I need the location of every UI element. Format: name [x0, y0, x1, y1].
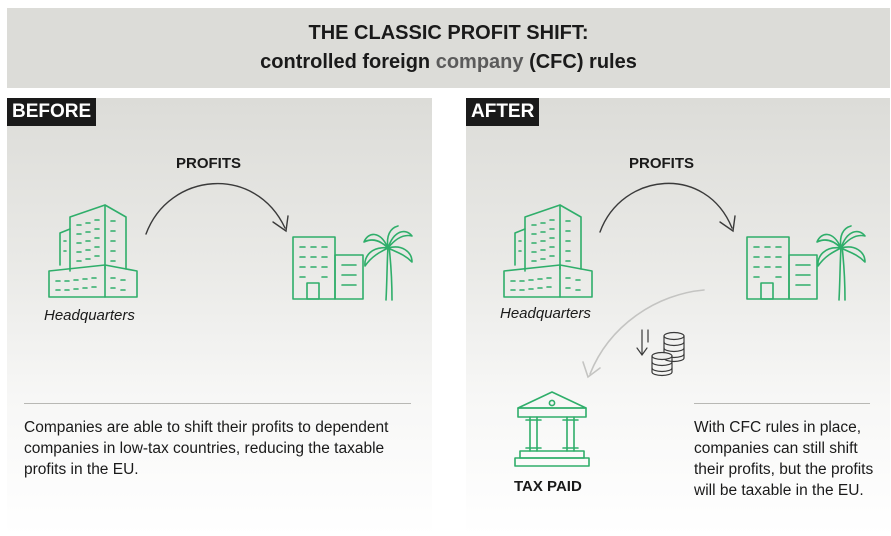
after-profits-label: PROFITS — [629, 155, 695, 172]
before-tag: BEFORE — [7, 98, 97, 126]
before-headquarters-label: Headquarters — [44, 307, 135, 324]
after-headquarters-label: Headquarters — [500, 305, 591, 322]
subsidiary-building-icon — [746, 236, 818, 300]
before-description: Companies are able to shift their profit… — [24, 419, 389, 478]
before-panel: BEFORE PROFITS — [7, 98, 432, 536]
tax-paid-label: TAX PAID — [514, 478, 582, 495]
title-banner: THE CLASSIC PROFIT SHIFT: controlled for… — [7, 8, 890, 88]
after-tag: AFTER — [466, 98, 540, 126]
title-line-1: THE CLASSIC PROFIT SHIFT: — [308, 22, 589, 44]
headquarters-icon — [503, 204, 593, 298]
after-divider — [694, 403, 870, 404]
after-profit-arrow — [582, 182, 736, 379]
title-line-2: controlled foreign company (CFC) rules — [260, 48, 637, 77]
palm-tree-icon — [363, 225, 413, 301]
title-line-2-accent: company — [435, 51, 524, 73]
government-building-icon — [514, 391, 590, 467]
headquarters-icon — [48, 204, 138, 298]
coins-icon — [636, 329, 685, 377]
after-tax-arrow — [589, 289, 705, 375]
before-divider — [24, 403, 411, 404]
after-description: With CFC rules in place, companies can s… — [694, 419, 874, 499]
title-line-2-part-2: (CFC) rules — [523, 51, 637, 73]
palm-tree-icon — [816, 225, 866, 301]
before-profits-label: PROFITS — [176, 155, 242, 172]
before-profit-arrow — [145, 182, 289, 235]
subsidiary-building-icon — [292, 236, 364, 300]
title-line-2-part-1: controlled foreign — [260, 51, 436, 73]
after-panel: AFTER PROFITS — [466, 98, 890, 536]
